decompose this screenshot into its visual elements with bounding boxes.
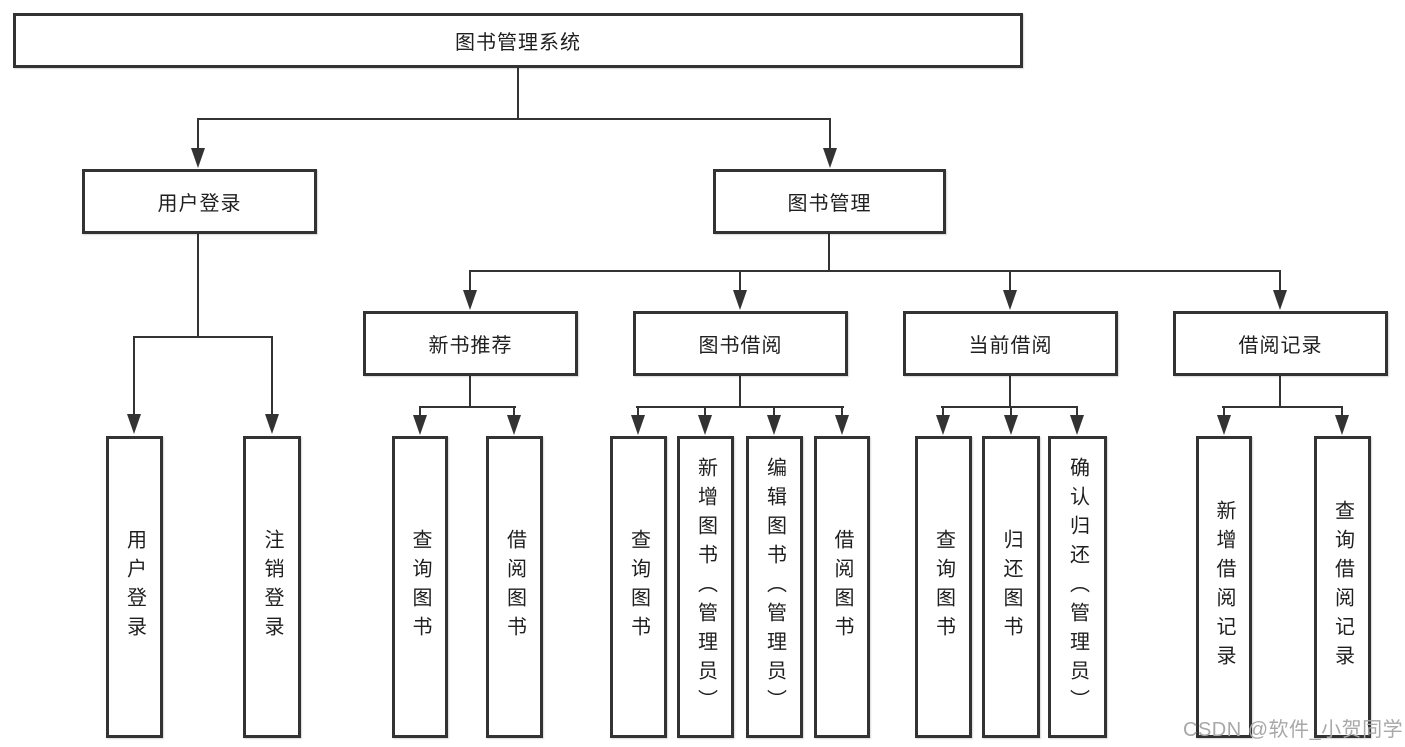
connector-new-book bbox=[419, 406, 516, 408]
leaf-add-borrow-record: 新增借阅记录 bbox=[1196, 436, 1252, 738]
arrowhead bbox=[733, 290, 747, 310]
node-root: 图书管理系统 bbox=[13, 13, 1023, 68]
connector-current-borrow bbox=[941, 406, 1078, 408]
arrowhead bbox=[835, 415, 849, 435]
connector-line bbox=[197, 118, 199, 150]
arrowhead bbox=[936, 415, 950, 435]
arrowhead bbox=[1003, 290, 1017, 310]
leaf-logout: 注销登录 bbox=[243, 436, 301, 738]
arrowhead bbox=[413, 415, 427, 435]
node-label: 当前借阅 bbox=[968, 335, 1053, 357]
connector-line bbox=[1279, 270, 1281, 292]
arrowhead bbox=[767, 415, 781, 435]
connector-line bbox=[469, 270, 471, 292]
node-new-book-recommend: 新书推荐 bbox=[363, 311, 578, 376]
connector-line bbox=[1279, 376, 1281, 407]
arrowhead bbox=[265, 414, 279, 434]
connector-line bbox=[1009, 376, 1011, 407]
connector-line bbox=[828, 234, 830, 272]
connector-root-stem bbox=[517, 67, 519, 118]
node-book-management-label: 图书管理 bbox=[787, 193, 872, 215]
arrowhead bbox=[463, 290, 477, 310]
leaf-confirm-return-admin: 确认归还（管理员） bbox=[1048, 436, 1107, 738]
connector-line bbox=[271, 336, 273, 416]
connector-line bbox=[739, 270, 741, 292]
node-current-borrow: 当前借阅 bbox=[903, 311, 1118, 376]
node-book-management: 图书管理 bbox=[713, 169, 946, 234]
leaf-return-books: 归还图书 bbox=[982, 436, 1040, 738]
arrowhead bbox=[191, 148, 205, 168]
leaf-label: 查询图书 bbox=[627, 529, 650, 645]
node-label: 新书推荐 bbox=[428, 335, 513, 357]
leaf-borrow-books-1: 借阅图书 bbox=[486, 436, 543, 738]
leaf-label: 查询借阅记录 bbox=[1331, 500, 1354, 674]
connector-borrow-records bbox=[1222, 406, 1343, 408]
arrowhead bbox=[1273, 290, 1287, 310]
leaf-label: 查询图书 bbox=[409, 529, 431, 645]
node-user-login-label: 用户登录 bbox=[157, 193, 242, 215]
connector-line bbox=[197, 234, 199, 336]
connector-line bbox=[1341, 406, 1343, 418]
leaf-borrow-books-2: 借阅图书 bbox=[814, 436, 870, 738]
arrowhead bbox=[127, 414, 141, 434]
leaf-edit-books-admin: 编辑图书（管理员） bbox=[746, 436, 803, 738]
connector-line bbox=[513, 406, 515, 418]
arrowhead bbox=[1335, 415, 1349, 435]
connector-line bbox=[739, 376, 741, 407]
arrowhead bbox=[698, 415, 712, 435]
connector-line bbox=[841, 406, 843, 418]
node-root-label: 图书管理系统 bbox=[455, 32, 581, 54]
connector-line bbox=[773, 406, 775, 418]
leaf-label: 用户登录 bbox=[123, 529, 146, 645]
leaf-label: 新增借阅记录 bbox=[1213, 500, 1235, 674]
node-borrow-records: 借阅记录 bbox=[1173, 311, 1388, 376]
leaf-label: 编辑图书（管理员） bbox=[763, 456, 786, 718]
leaf-label: 确认归还（管理员） bbox=[1066, 456, 1089, 718]
connector-line bbox=[133, 336, 135, 416]
leaf-label: 注销登录 bbox=[261, 529, 283, 645]
arrowhead bbox=[1217, 415, 1231, 435]
connector-line bbox=[637, 406, 639, 418]
csdn-watermark: CSDN @软件_小贺同学 bbox=[1183, 719, 1404, 741]
connector-user-login bbox=[133, 336, 273, 338]
connector-line bbox=[1009, 270, 1011, 292]
leaf-label: 借阅图书 bbox=[503, 529, 526, 645]
arrowhead bbox=[823, 148, 837, 168]
leaf-label: 借阅图书 bbox=[831, 529, 853, 645]
arrowhead bbox=[631, 415, 645, 435]
leaf-query-books-2: 查询图书 bbox=[610, 436, 667, 738]
arrowhead bbox=[507, 415, 521, 435]
leaf-label: 新增图书（管理员） bbox=[694, 456, 717, 718]
leaf-query-borrow-record: 查询借阅记录 bbox=[1314, 436, 1371, 738]
node-book-borrow: 图书借阅 bbox=[633, 311, 848, 376]
arrowhead bbox=[1070, 415, 1084, 435]
leaf-add-books-admin: 新增图书（管理员） bbox=[677, 436, 734, 738]
connector-line bbox=[469, 376, 471, 407]
connector-line bbox=[419, 406, 421, 418]
connector-line bbox=[1223, 406, 1225, 418]
connector-line bbox=[1076, 406, 1078, 418]
leaf-query-books-3: 查询图书 bbox=[915, 436, 972, 738]
connector-line bbox=[829, 118, 831, 150]
leaf-label: 归还图书 bbox=[1000, 529, 1022, 645]
connector-line bbox=[1010, 406, 1012, 418]
node-label: 图书借阅 bbox=[698, 335, 783, 357]
connector-line bbox=[704, 406, 706, 418]
connector-level1 bbox=[197, 118, 831, 120]
leaf-label: 查询图书 bbox=[932, 529, 955, 645]
leaf-query-books-1: 查询图书 bbox=[392, 436, 448, 738]
connector-book-borrow bbox=[636, 406, 844, 408]
arrowhead bbox=[1004, 415, 1018, 435]
connector-line bbox=[942, 406, 944, 418]
node-label: 借阅记录 bbox=[1238, 335, 1323, 357]
connector-level2 bbox=[469, 270, 1281, 272]
leaf-user-login: 用户登录 bbox=[106, 436, 163, 738]
node-user-login: 用户登录 bbox=[82, 169, 317, 234]
